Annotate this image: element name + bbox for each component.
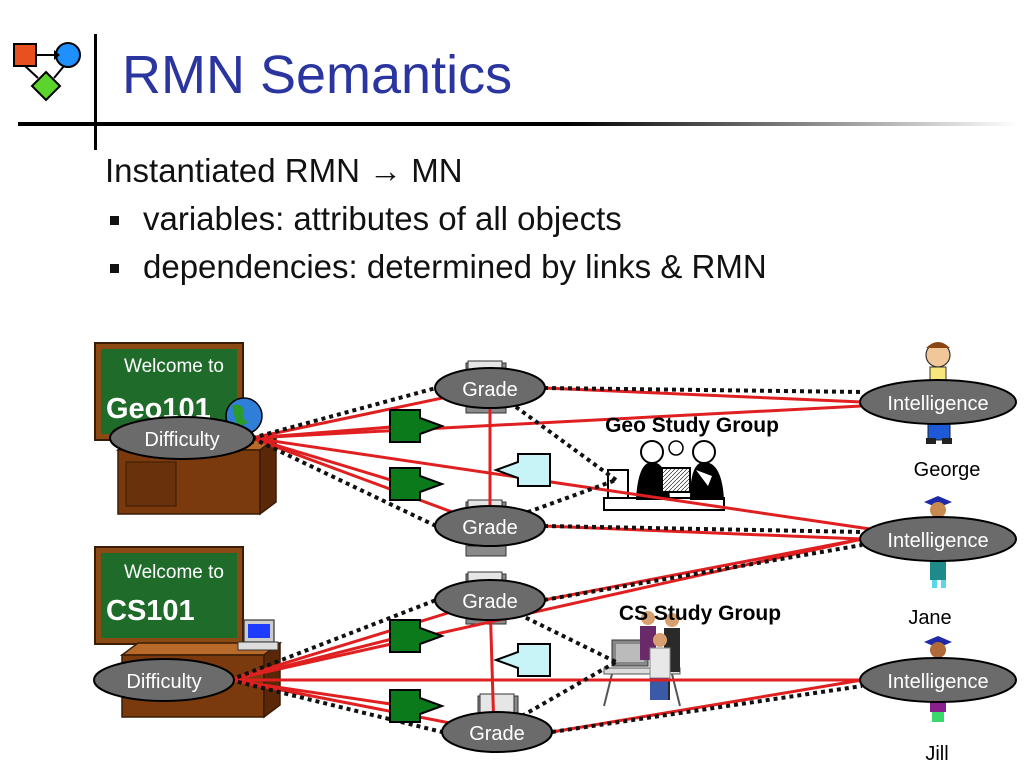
bullet-variables: variables: attributes of all objects	[143, 200, 622, 237]
node-label: Grade	[462, 591, 518, 613]
factor-boxes	[389, 409, 551, 723]
node-label: Difficulty	[144, 429, 219, 451]
factor-box-green	[389, 689, 445, 723]
student-name-george: George	[914, 459, 981, 481]
bullet-dependencies: dependencies: determined by links & RMN	[143, 248, 767, 285]
node-label: Grade	[462, 517, 518, 539]
dependency-edges	[229, 386, 939, 734]
node-label: Intelligence	[887, 530, 988, 552]
node-label: Intelligence	[887, 393, 988, 415]
node-jane-intelligence: Intelligence	[859, 516, 1017, 562]
factor-box-green	[389, 409, 445, 443]
chalkboard	[101, 553, 237, 638]
node-geo101-difficulty: Difficulty	[109, 416, 255, 460]
node-cs101-difficulty: Difficulty	[93, 658, 235, 702]
node-grade-2: Grade	[434, 505, 546, 547]
factor-box-green	[389, 619, 445, 653]
cs101-classroom	[94, 546, 283, 719]
node-grade-1: Grade	[434, 367, 546, 409]
node-jill-intelligence: Intelligence	[859, 657, 1017, 703]
student-name-jill: Jill	[925, 743, 948, 765]
cs-study-group-label: CS Study Group	[619, 602, 781, 625]
intro-line: Instantiated RMN → MN	[105, 152, 463, 189]
geo-study-group-label: Geo Study Group	[605, 414, 779, 437]
george-figure	[925, 342, 952, 444]
cs101-label: CS101	[106, 595, 195, 627]
logo-icon	[13, 42, 81, 102]
title-underline	[18, 122, 1018, 126]
node-label: Difficulty	[126, 671, 201, 693]
factor-box-cyan	[493, 453, 551, 487]
geo101-welcome: Welcome to	[124, 356, 224, 377]
bullet-marker	[110, 264, 119, 273]
node-george-intelligence: Intelligence	[859, 379, 1017, 425]
node-grade-4: Grade	[441, 711, 553, 753]
cs101-welcome: Welcome to	[124, 562, 224, 583]
bullet-marker	[110, 216, 119, 225]
jane-figure	[924, 496, 952, 588]
node-grade-3: Grade	[434, 579, 546, 621]
factor-box-cyan	[493, 643, 551, 677]
node-label: Grade	[462, 379, 518, 401]
title-divider-vertical	[94, 34, 97, 150]
node-label: Grade	[469, 723, 525, 745]
computer-icon	[237, 619, 279, 651]
student-name-jane: Jane	[908, 607, 951, 629]
factor-box-green	[389, 467, 445, 501]
node-label: Intelligence	[887, 671, 988, 693]
cs-study-group-icon	[603, 611, 681, 707]
slide-title: RMN Semantics	[122, 45, 513, 105]
